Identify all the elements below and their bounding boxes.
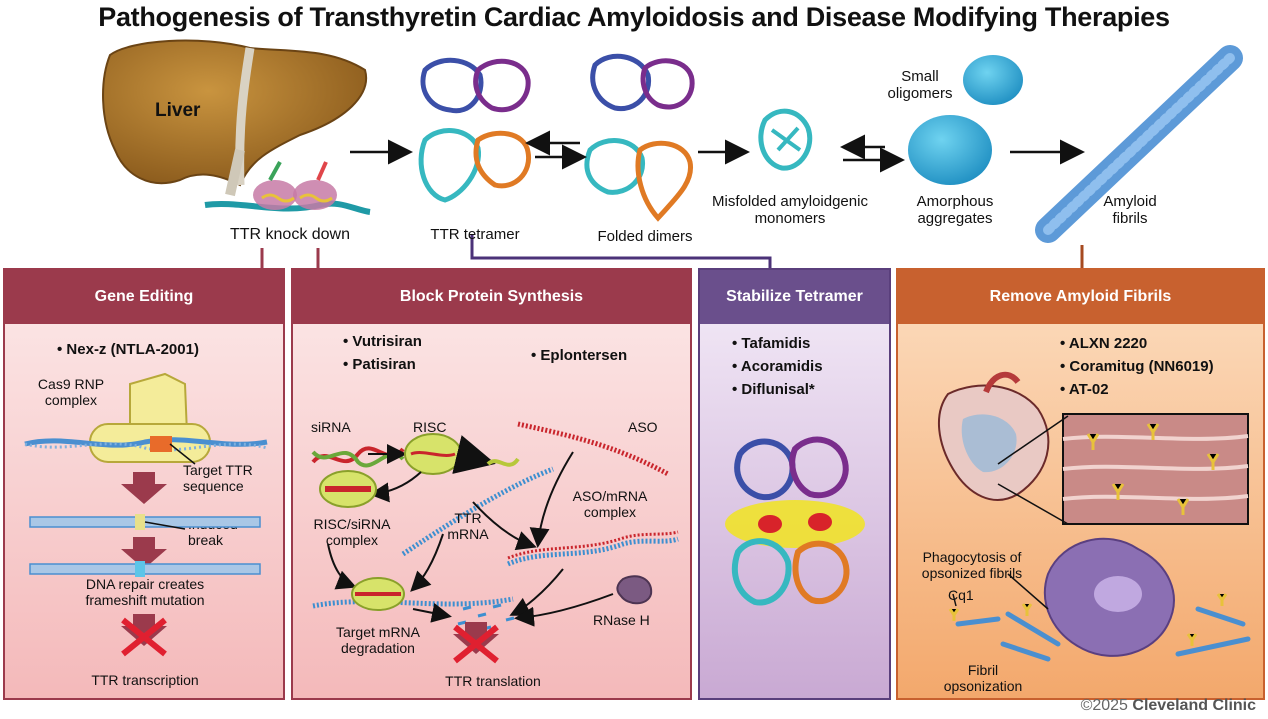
cas9-label: Cas9 RNP complex <box>21 376 121 408</box>
cas9-label-line1: Cas9 RNP <box>37 376 105 392</box>
amorphous-aggregates-icon <box>908 115 992 185</box>
phagocytosis-label-line2: opsonized fibrils <box>921 565 1023 581</box>
liver-label: Liver <box>155 100 201 121</box>
panel-remove-fibrils-header: Remove Amyloid Fibrils <box>898 270 1263 324</box>
target-label-line1: Target TTR <box>183 462 253 478</box>
antibody-drug-list: ALXN 2220 Coramitug (NN6019) AT-02 <box>1060 332 1214 401</box>
panel-stabilize-body: Tafamidis Acoramidis Diflunisal* <box>700 324 889 698</box>
pathway-illustration <box>102 39 1243 270</box>
ttr-tetramer-icon <box>418 57 532 203</box>
panel-remove-fibrils-body: ALXN 2220 Coramitug (NN6019) AT-02 <box>898 324 1263 698</box>
drug-at02: AT-02 <box>1060 378 1214 401</box>
panel-remove-fibrils: Remove Amyloid Fibrils ALXN 2220 Coramit… <box>896 268 1265 700</box>
ttr-mrna-label: TTR mRNA <box>443 510 493 542</box>
target-label-line2: sequence <box>183 478 244 494</box>
drug-tafamidis: Tafamidis <box>732 332 823 355</box>
liver-illustration <box>102 39 368 197</box>
gene-editing-illustration <box>24 372 268 657</box>
panel-block-synthesis-header: Block Protein Synthesis <box>293 270 690 324</box>
phagocytosis-label-line1: Phagocytosis of <box>922 549 1022 565</box>
cq1-label: Cq1 <box>948 587 974 603</box>
risc-label: RISC <box>413 419 447 435</box>
knockdown-label: TTR knock down <box>229 226 351 243</box>
transcription-label: TTR transcription <box>91 672 199 688</box>
phagocytosis-label: Phagocytosis of opsonized fibrils <box>912 549 1032 581</box>
aso-label: ASO <box>628 419 658 435</box>
repair-label: DNA repair creates frameshift mutation <box>15 576 275 608</box>
drug-nex-z: Nex-z (NTLA-2001) <box>57 338 199 361</box>
tetramer-label: TTR tetramer <box>430 226 520 243</box>
risc-complex-label: RISC/siRNA complex <box>307 516 397 548</box>
copyright-year: ©2025 <box>1080 697 1128 714</box>
drug-acoramidis: Acoramidis <box>732 355 823 378</box>
copyright: ©2025 Cleveland Clinic <box>1081 697 1256 715</box>
aggregates-label: Amorphous aggregates <box>900 193 1010 227</box>
sirna-label: siRNA <box>311 419 351 435</box>
panel-stabilize: Stabilize Tetramer Tafamidis Acoramidis … <box>698 268 891 700</box>
stabilized-tetramer-icon <box>725 436 865 606</box>
degradation-label-line1: Target mRNA <box>335 624 421 640</box>
oligomers-label: Small oligomers <box>880 68 960 102</box>
drug-coramitug: Coramitug (NN6019) <box>1060 355 1213 378</box>
degradation-label: Target mRNA degradation <box>323 624 433 656</box>
panel-block-synthesis: Block Protein Synthesis Vutrisiran Patis… <box>291 268 692 700</box>
panel-block-synthesis-body: Vutrisiran Patisiran Eplontersen <box>293 324 690 698</box>
opsonization-label: Fibril opsonization <box>938 662 1028 694</box>
aso-complex-label-line2: complex <box>583 504 637 520</box>
panel-block-synthesis-title: Block Protein Synthesis <box>399 288 584 305</box>
panel-stabilize-title: Stabilize Tetramer <box>726 288 863 305</box>
drug-eplontersen: Eplontersen <box>531 344 627 367</box>
page-title: Pathogenesis of Transthyretin Cardiac Am… <box>98 2 1170 32</box>
ribosome-knockdown-icon <box>204 161 371 215</box>
ttr-mrna-label-line1: TTR <box>454 510 482 526</box>
target-label: Target TTR sequence <box>183 462 273 494</box>
risc-complex-label-line2: complex <box>325 532 379 548</box>
amyloid-fibril-icon <box>1035 45 1243 243</box>
panel-gene-editing: Gene Editing Nex-z (NTLA-2001) Cas9 RNP … <box>3 268 285 700</box>
repair-label-line1: DNA repair creates <box>85 576 205 592</box>
folded-dimers-icon <box>584 53 695 222</box>
risc-complex-label-line1: RISC/siRNA <box>313 516 391 532</box>
fibril-removal-illustration <box>937 371 1251 662</box>
stabilizer-drug-list: Tafamidis Acoramidis Diflunisal* <box>732 332 823 401</box>
drug-patisiran: Patisiran <box>343 353 422 376</box>
ttr-mrna-label-line2: mRNA <box>447 526 489 542</box>
aggregates-label-line2: aggregates <box>917 210 993 227</box>
fibrils-label-line1: Amyloid <box>1103 193 1157 210</box>
translation-label: TTR translation <box>445 673 541 689</box>
opsonization-label-line1: Fibril <box>967 662 999 678</box>
cas9-label-line2: complex <box>44 392 98 408</box>
monomers-label-line1: Misfolded amyloidgenic <box>712 193 868 210</box>
repair-label-line2: frameshift mutation <box>85 592 205 608</box>
drug-alxn2220: ALXN 2220 <box>1060 332 1214 355</box>
panel-remove-fibrils-title: Remove Amyloid Fibrils <box>989 288 1172 305</box>
monomers-label: Misfolded amyloidgenic monomers <box>700 193 880 227</box>
panel-stabilize-header: Stabilize Tetramer <box>700 270 889 324</box>
degradation-label-line2: degradation <box>341 640 415 656</box>
misfolded-monomer-icon <box>758 108 813 171</box>
dimers-label: Folded dimers <box>597 228 693 245</box>
fibrils-label: Amyloid fibrils <box>1085 193 1175 227</box>
aso-complex-label-line1: ASO/mRNA <box>572 488 648 504</box>
drug-vutrisiran: Vutrisiran <box>343 330 421 353</box>
monomers-label-line2: monomers <box>754 210 826 227</box>
panel-gene-editing-body: Nex-z (NTLA-2001) Cas9 RNP complex Targe… <box>5 324 283 698</box>
drug-diflunisal: Diflunisal* <box>732 378 823 401</box>
oligomers-label-line1: Small <box>901 68 939 85</box>
panel-gene-editing-header: Gene Editing <box>5 270 283 324</box>
fibrils-label-line2: fibrils <box>1112 210 1148 227</box>
break-label-line2: break <box>188 532 224 548</box>
copyright-org: Cleveland Clinic <box>1132 697 1256 714</box>
aggregates-label-line1: Amorphous <box>916 193 994 210</box>
aso-complex-label: ASO/mRNA complex <box>565 488 655 520</box>
panel-gene-editing-title: Gene Editing <box>94 288 194 305</box>
block-synthesis-illustration <box>311 421 679 664</box>
small-oligomers-icon <box>963 55 1023 105</box>
oligomers-label-line2: oligomers <box>887 85 953 102</box>
rnase-label: RNase H <box>593 612 650 628</box>
opsonization-label-line2: opsonization <box>943 678 1023 694</box>
sirna-drug-list: Vutrisiran Patisiran <box>343 330 422 376</box>
